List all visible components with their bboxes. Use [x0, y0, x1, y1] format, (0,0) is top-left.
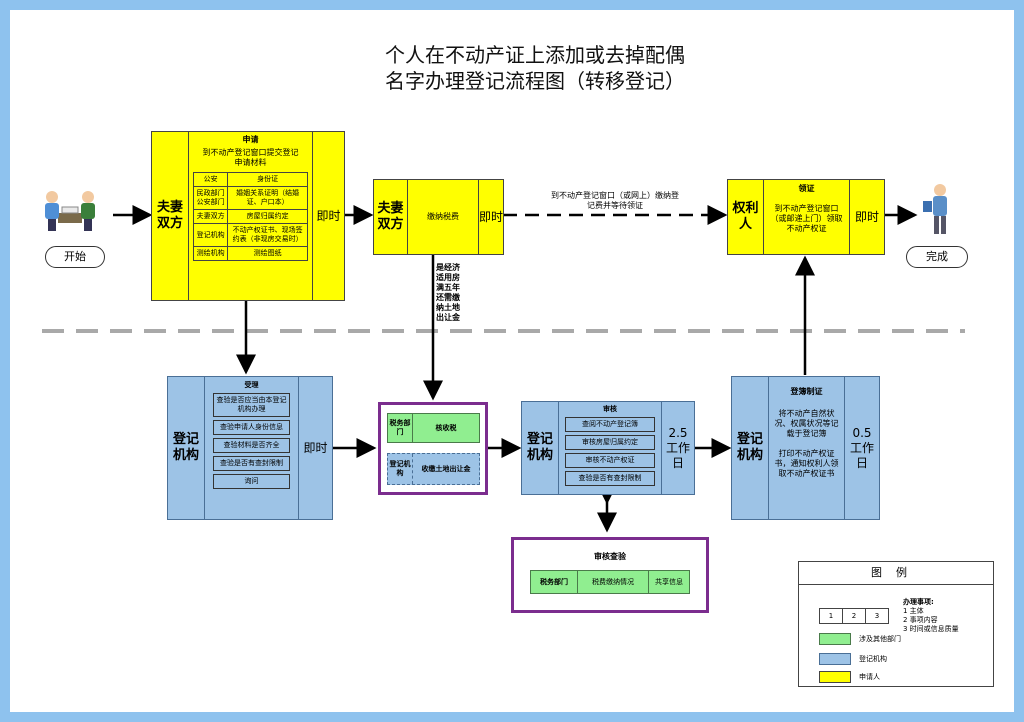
table-row: 登记机构不动产权证书、现场签约表（非现房交易时）	[192, 223, 308, 247]
accept-step: 查验申请人身份信息	[213, 420, 290, 435]
table-row: 民政部门公安部门婚姻关系证明（结婚证、户口本）	[192, 186, 308, 210]
certificate-heading: 领证	[798, 184, 815, 193]
end-terminal: 完成	[906, 246, 968, 268]
person-walking-icon	[918, 183, 958, 238]
start-terminal: 开始	[45, 246, 105, 268]
verify-dept: 税务部门	[531, 571, 578, 593]
accept-step: 查验是否有查封限制	[213, 456, 290, 471]
verify-content: 税费缴纳情况	[578, 571, 649, 593]
legend-item-applicant: 申请人	[819, 670, 979, 684]
dashed-arrow-note: 到不动产登记窗口（或网上）缴纳登记费并等待领证	[551, 191, 679, 210]
review-timing: 2.5工作日	[665, 425, 690, 470]
accept-step: 查验材料是否齐全	[213, 438, 290, 453]
legend-title: 图例	[799, 562, 993, 585]
taxation-row-land-fee: 登记机构 收缴土地出让金	[387, 453, 480, 485]
certificate-content: 到不动产登记窗口（或邮递上门）领取不动产权证	[770, 204, 843, 233]
accept-timing: 即时	[303, 440, 328, 455]
legend-notes: 办理事项: 1 主体 2 事项内容 3 时间或信息质量	[903, 598, 959, 633]
apply-heading: 申请	[242, 135, 259, 144]
record-content-1: 将不动产自然状况、权属状况等记载于登记簿	[774, 409, 839, 438]
diagram-title: 个人在不动产证上添加或去掉配偶 名字办理登记流程图（转移登记）	[300, 42, 770, 94]
record-content-2: 打印不动产权证书，通知权利人领取不动产权证书	[774, 449, 839, 478]
verify-heading: 审核查验	[594, 552, 626, 561]
title-line-2: 名字办理登记流程图（转移登记）	[385, 69, 685, 93]
tax-timing: 即时	[479, 209, 504, 224]
review-heading: 审核	[603, 405, 617, 413]
record-box: 登记机构 登簿制证 将不动产自然状况、权属状况等记载于登记簿 打印不动产权证书，…	[731, 376, 880, 520]
record-timing: 0.5工作日	[849, 425, 874, 470]
title-line-1: 个人在不动产证上添加或去掉配偶	[385, 43, 685, 67]
apply-box: 夫妻双方 申请 到不动产登记窗口提交登记申请材料 公安身份证 民政部门公安部门婚…	[151, 131, 345, 301]
review-box: 登记机构 审核 查阅不动产登记簿 审核房屋归属约定 审核不动产权证 查验是否有查…	[521, 401, 695, 495]
apply-subtitle: 到不动产登记窗口提交登记申请材料	[202, 148, 299, 167]
table-row: 测绘机构测绘图纸	[192, 246, 308, 261]
review-step: 查验是否有查封限制	[565, 471, 655, 486]
accept-actor: 登记机构	[168, 377, 205, 519]
accept-step: 查验是否应当由本登记机构办理	[213, 393, 290, 417]
apply-timing: 即时	[316, 208, 341, 223]
legend-sample-cells: 1 2 3	[819, 608, 889, 624]
certificate-box: 权利人 领证 到不动产登记窗口（或邮递上门）领取不动产权证 即时	[727, 179, 885, 255]
legend-swatch-blue	[819, 653, 851, 665]
review-step: 查阅不动产登记簿	[565, 417, 655, 432]
table-row: 公安身份证	[192, 172, 308, 187]
certificate-timing: 即时	[854, 209, 879, 224]
taxation-row-tax: 税务部门 核收税	[387, 413, 480, 443]
taxation-box: 税务部门 核收税 登记机构 收缴土地出让金	[378, 402, 488, 495]
review-step: 审核房屋归属约定	[565, 435, 655, 450]
legend: 图例 1 2 3 办理事项: 1 主体 2 事项内容 3 时间或信息质量 涉及其…	[798, 561, 994, 687]
legend-item-registry: 登记机构	[819, 652, 979, 666]
tax-note: 是经济适用房满五年还需缴纳土地出让金	[436, 263, 460, 322]
accept-step: 询问	[213, 474, 290, 489]
verify-row: 税务部门 税费缴纳情况 共享信息	[530, 570, 690, 594]
review-step: 审核不动产权证	[565, 453, 655, 468]
accept-heading: 受理	[244, 381, 259, 389]
review-actor: 登记机构	[522, 402, 559, 494]
apply-materials-table: 公安身份证 民政部门公安部门婚姻关系证明（结婚证、户口本） 夫妻双方房屋归属约定…	[192, 172, 308, 261]
verify-share: 共享信息	[655, 577, 683, 586]
legend-item-other-dept: 涉及其他部门	[819, 632, 979, 646]
legend-swatch-green	[819, 633, 851, 645]
accept-box: 登记机构 受理 查验是否应当由本登记机构办理 查验申请人身份信息 查验材料是否齐…	[167, 376, 333, 520]
certificate-actor: 权利人	[728, 180, 764, 254]
record-actor: 登记机构	[732, 377, 769, 519]
apply-actor: 夫妻双方	[152, 132, 189, 300]
record-heading: 登簿制证	[790, 387, 823, 396]
legend-swatch-yellow	[819, 671, 851, 683]
table-row: 夫妻双方房屋归属约定	[192, 209, 308, 224]
people-meeting-icon	[40, 187, 100, 235]
tax-box: 夫妻双方 缴纳税费 即时	[373, 179, 504, 255]
verify-box: 审核查验 税务部门 税费缴纳情况 共享信息	[511, 537, 709, 613]
tax-content: 缴纳税费	[408, 180, 479, 254]
tax-actor: 夫妻双方	[374, 180, 408, 254]
